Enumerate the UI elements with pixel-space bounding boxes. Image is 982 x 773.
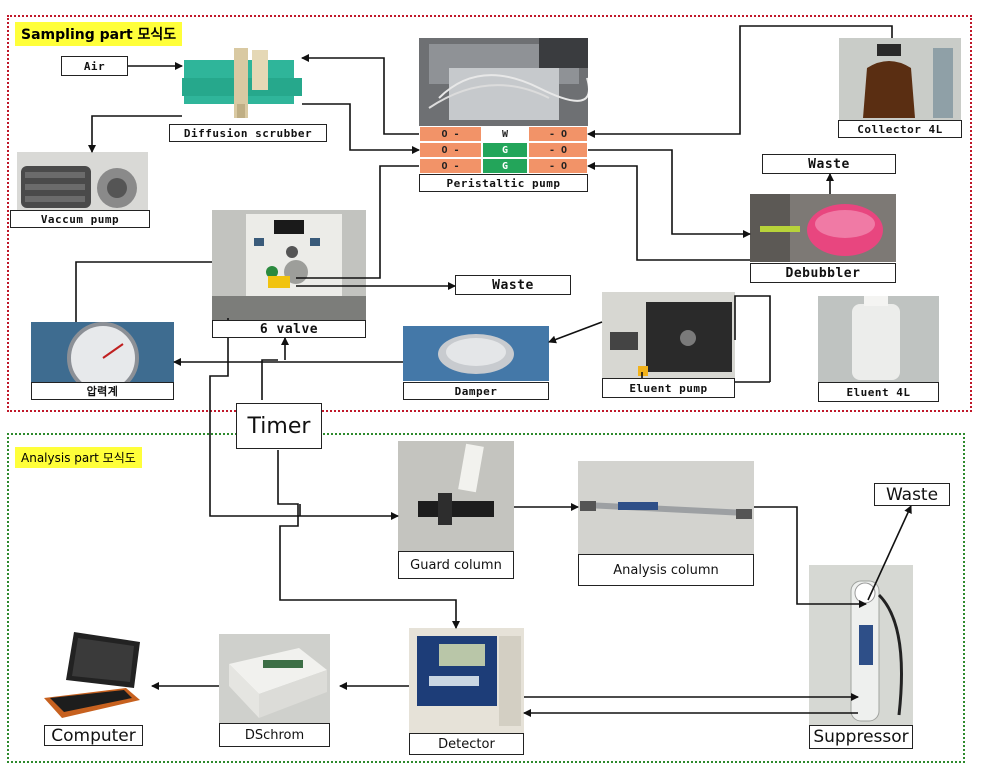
collector-label: Collector 4L <box>838 120 962 138</box>
pressure-gauge-photo <box>31 322 174 382</box>
eluent-bottle-photo <box>818 296 939 382</box>
eluent-pump-label: Eluent pump <box>602 378 735 398</box>
scrubber-photo <box>182 48 302 124</box>
peristaltic-pump-channels: O - W - O O - G - O O - G - O <box>419 126 588 174</box>
collector-bottle-photo <box>839 38 961 120</box>
pump-cell: O - <box>419 158 482 174</box>
detector-photo <box>409 628 524 733</box>
eluent-pump-photo <box>602 292 735 382</box>
air-label: Air <box>61 56 128 76</box>
pump-cell: G <box>482 158 528 174</box>
diffusion-scrubber-label: Diffusion scrubber <box>169 124 327 142</box>
pump-cell: G <box>482 142 528 158</box>
computer-photo <box>44 632 140 724</box>
dschrom-photo <box>219 634 330 723</box>
suppressor-label: Suppressor <box>809 725 913 749</box>
waste-mid-label: Waste <box>455 275 571 295</box>
debubbler-photo <box>750 194 896 262</box>
sampling-part-title: Sampling part 모식도 <box>15 22 183 46</box>
vacuum-pump-photo <box>17 152 148 212</box>
damper-label: Damper <box>403 382 549 400</box>
dschrom-label: DSchrom <box>219 723 330 747</box>
peristaltic-pump-photo <box>419 38 588 126</box>
timer-label: Timer <box>236 403 322 449</box>
analysis-part-region <box>7 433 965 763</box>
waste-analysis-label: Waste <box>874 483 950 506</box>
pump-cell: W <box>482 126 528 142</box>
pump-cell: O - <box>419 126 482 142</box>
sampling-part-region <box>7 15 972 412</box>
six-valve-label: 6 valve <box>212 320 366 338</box>
pump-cell: - O <box>528 142 588 158</box>
analysis-column-photo <box>578 461 754 554</box>
pump-cell: O - <box>419 142 482 158</box>
six-valve-photo <box>212 210 366 320</box>
waste-top-label: Waste <box>762 154 896 174</box>
peristaltic-pump-label: Peristaltic pump <box>419 174 588 192</box>
pump-cell: - O <box>528 158 588 174</box>
guard-column-label: Guard column <box>398 551 514 579</box>
debubbler-label: Debubbler <box>750 263 896 283</box>
suppressor-photo <box>809 565 913 725</box>
analysis-column-label: Analysis column <box>578 554 754 586</box>
guard-column-photo <box>398 441 514 551</box>
detector-label: Detector <box>409 733 524 755</box>
pump-cell: - O <box>528 126 588 142</box>
analysis-part-title: Analysis part 모식도 <box>15 447 142 468</box>
pressure-gauge-label: 압력계 <box>31 382 174 400</box>
damper-photo <box>403 326 549 381</box>
vaccum-pump-label: Vaccum pump <box>10 210 150 228</box>
computer-label: Computer <box>44 725 143 746</box>
eluent-label: Eluent 4L <box>818 382 939 402</box>
